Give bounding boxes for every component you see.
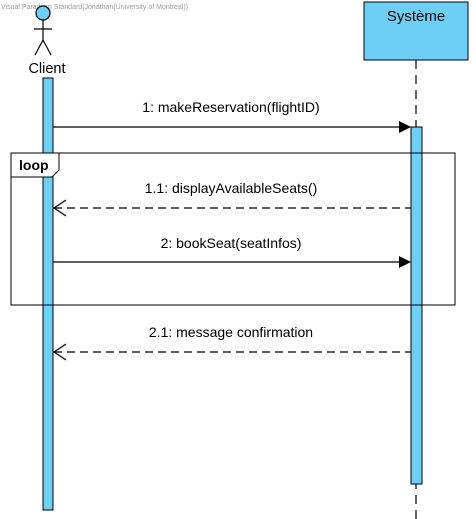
loop-fragment-frame[interactable] bbox=[10, 152, 456, 306]
loop-fragment-tab bbox=[10, 152, 60, 178]
message-display-available-seats[interactable]: 1.1: displayAvailableSeats() bbox=[52, 180, 411, 217]
message-label: 2.1: message confirmation bbox=[149, 324, 313, 340]
message-label: 1.1: displayAvailableSeats() bbox=[145, 180, 318, 196]
client-actor-label: Client bbox=[28, 61, 65, 77]
open-arrowhead-icon bbox=[52, 343, 67, 361]
system-lifeline-box[interactable] bbox=[363, 1, 469, 61]
watermark-text: Visual Paradigm Standard(Jonathan(Univer… bbox=[1, 4, 188, 11]
message-make-reservation[interactable]: 1: makeReservation(flightID) bbox=[53, 99, 411, 133]
message-label: 2: bookSeat(seatInfos) bbox=[161, 235, 302, 251]
message-label: 1: makeReservation(flightID) bbox=[142, 99, 319, 115]
system-lifeline-label: Système bbox=[387, 8, 445, 25]
client-activation-bar[interactable] bbox=[42, 77, 54, 511]
loop-operator-label: loop bbox=[19, 157, 49, 173]
client-actor-icon[interactable] bbox=[34, 5, 52, 56]
open-arrowhead-icon bbox=[52, 199, 67, 217]
message-book-seat[interactable]: 2: bookSeat(seatInfos) bbox=[53, 235, 411, 268]
message-confirmation[interactable]: 2.1: message confirmation bbox=[52, 324, 411, 361]
actor-right-leg bbox=[42, 39, 52, 56]
actor-left-leg bbox=[34, 39, 44, 56]
actor-head bbox=[35, 5, 51, 21]
